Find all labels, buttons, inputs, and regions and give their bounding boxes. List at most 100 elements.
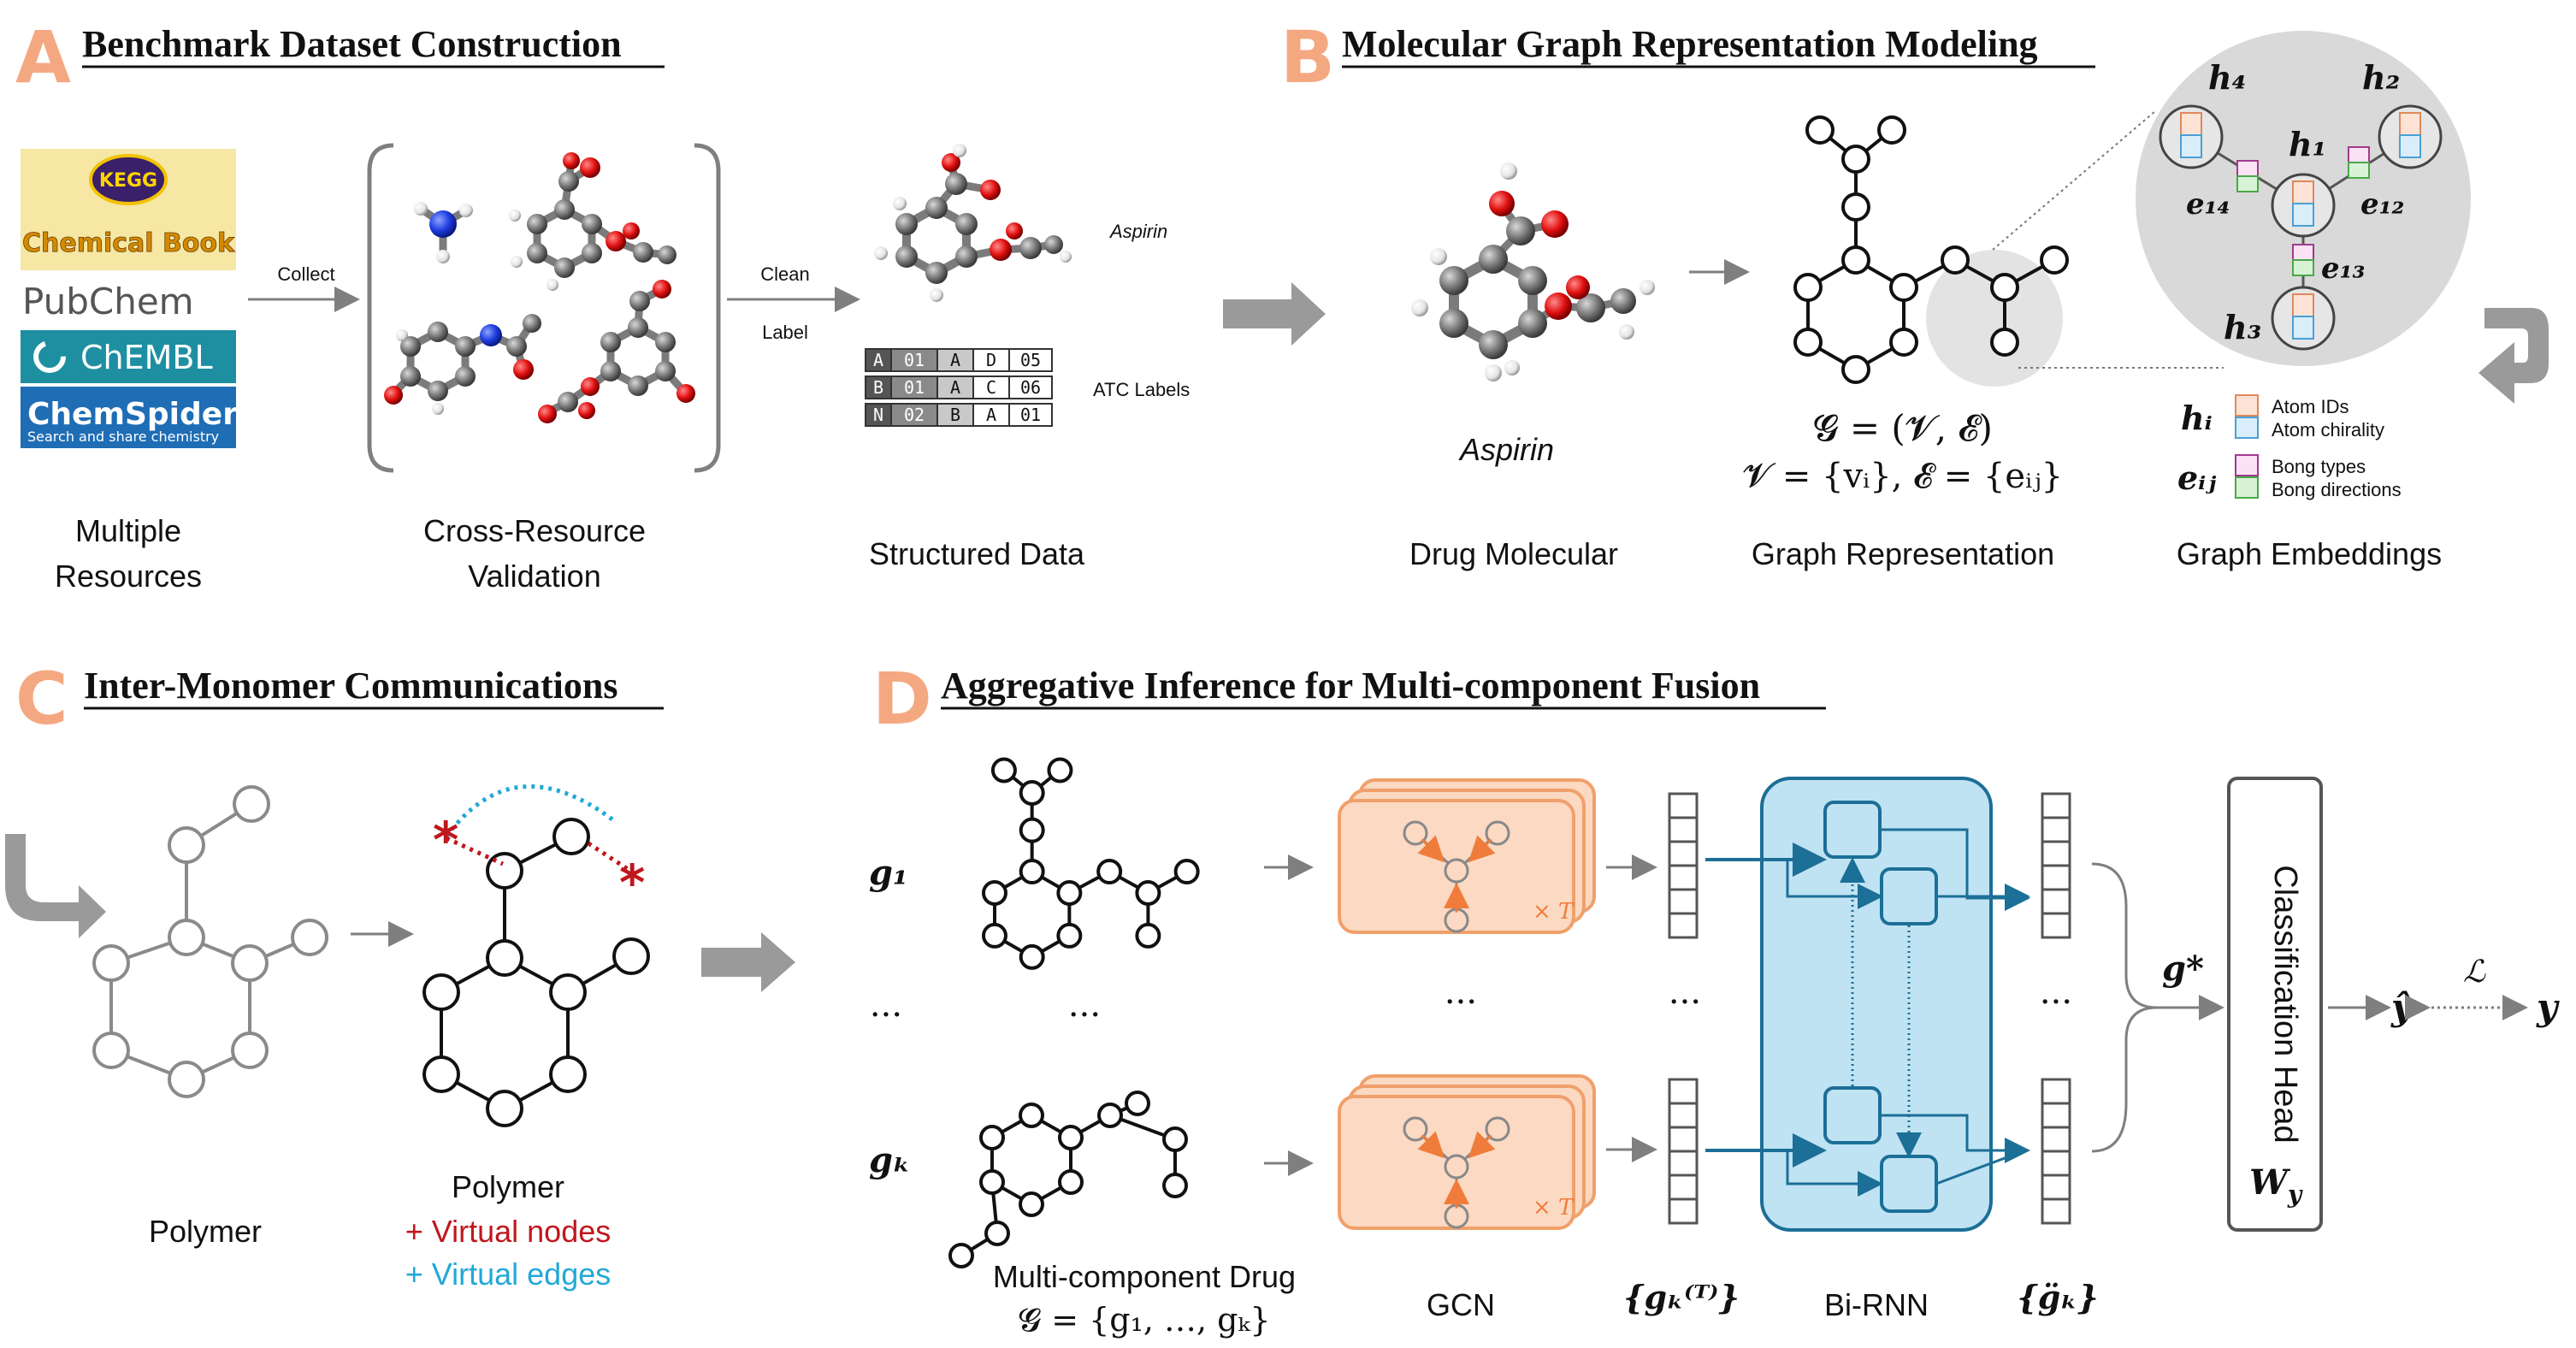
graph-b-node xyxy=(1841,145,1870,174)
embedding-chirality-cell xyxy=(2292,203,2314,227)
legend-eij-symbol: eᵢⱼ xyxy=(2177,458,2217,497)
atc-cell-text: D xyxy=(986,350,996,370)
g-star-label: g* xyxy=(2162,949,2204,989)
embedding-chirality-cell xyxy=(2292,316,2314,340)
kegg-logo-text: KEGG xyxy=(99,170,157,192)
polymer-node xyxy=(231,944,269,982)
panel-c-title: Inter-Monomer Communications xyxy=(84,665,618,707)
gcn-mini-node xyxy=(1444,858,1469,884)
atc-cell xyxy=(972,348,1010,372)
vector-cell xyxy=(2041,1174,2071,1201)
drug-gk-node xyxy=(984,1221,1010,1246)
caption-gcn: GCN xyxy=(1427,1287,1495,1322)
drug-g1-node xyxy=(1135,922,1161,949)
drug-molecule-aspirin xyxy=(1411,163,1655,381)
caption-multicomponent-drug: Multi-component Drug xyxy=(993,1259,1296,1294)
embedding-atom-id-cell xyxy=(2292,293,2314,317)
drug-gk-node xyxy=(979,1169,1005,1195)
aggregation-brace xyxy=(2091,862,2158,1153)
chemicalbook-logo-text: Chemical Book xyxy=(22,228,235,258)
graph-b-node xyxy=(2040,245,2069,275)
zoom-line-top xyxy=(1992,110,2156,251)
legend-atom-chirality-swatch xyxy=(2235,417,2259,439)
embedding-atom-id-cell xyxy=(2292,180,2314,204)
legend-bond-directions: Bong directions xyxy=(2272,479,2402,500)
drug-g1-node xyxy=(1056,922,1083,949)
kegg-logo xyxy=(89,154,168,205)
y-hat-label: ŷ xyxy=(2390,986,2414,1028)
vector-cell xyxy=(1668,864,1699,891)
chembl-logo-text: ChEMBL xyxy=(80,339,213,376)
drug-gk-node xyxy=(1097,1103,1123,1128)
virtual-node-right: * xyxy=(619,854,645,912)
drug-g1-node xyxy=(990,757,1017,783)
legend-atom-chirality: Atom chirality xyxy=(2272,419,2384,440)
vector-cell xyxy=(1668,1197,1699,1225)
atc-cell-text: 05 xyxy=(1020,350,1041,370)
chembl-icon xyxy=(33,340,66,373)
caption-drug-set: 𝓖 = {g₁, …, gₖ} xyxy=(1018,1301,1270,1339)
vector-cell xyxy=(1668,1150,1699,1177)
rnn-backward-cell-1 xyxy=(1880,867,1938,925)
atc-cell-text: A xyxy=(950,350,960,370)
drug-component-g1-graph xyxy=(982,757,1200,970)
vector-cell xyxy=(1668,816,1699,843)
rnn-backward-cell-k xyxy=(1880,1155,1938,1213)
graph-representation xyxy=(1793,115,2069,384)
drug-gk-node xyxy=(948,1243,974,1268)
edge-e13-type xyxy=(2292,244,2314,261)
ammonia-molecule xyxy=(414,202,473,263)
panel-letter-c: C xyxy=(15,657,68,741)
atc-cell-text: 01 xyxy=(1020,405,1041,425)
drug-g1-node xyxy=(1096,859,1123,885)
drug-g1-node xyxy=(1056,880,1083,906)
paracetamol-molecule xyxy=(384,314,541,415)
pubchem-logo-text: PubChem xyxy=(22,281,194,322)
caption-polymer: Polymer xyxy=(149,1214,262,1249)
virtual-node-link-left xyxy=(445,836,505,866)
vector-cell xyxy=(2041,888,2071,915)
drug-gk-node xyxy=(1162,1173,1188,1198)
drug-gk-node xyxy=(1125,1091,1150,1116)
gcn-output-vector-bottom xyxy=(1668,1078,1699,1225)
gcn-message-arrow xyxy=(1417,1131,1445,1159)
head-weight-label: Wy xyxy=(2249,1162,2303,1209)
vector-cell xyxy=(2041,792,2071,819)
panel-b: B Molecular Graph Representation Modelin… xyxy=(1280,15,2549,571)
caption-graph-representation: Graph Representation xyxy=(1752,536,2054,571)
caption-structured-data: Structured Data xyxy=(869,536,1085,571)
gcn-times-t: × T xyxy=(1533,899,1575,925)
atc-labels-caption: ATC Labels xyxy=(1093,379,1190,400)
caption-validation: Validation xyxy=(468,559,600,594)
embedding-atom-id-cell xyxy=(2180,112,2202,136)
caption-graph-embeddings: Graph Embeddings xyxy=(2177,536,2442,571)
embedding-atom-id-cell xyxy=(2399,112,2421,136)
embedding-graph xyxy=(2159,104,2443,351)
polymer-virtual-node xyxy=(422,973,460,1011)
atc-cell-text: 06 xyxy=(1020,377,1041,398)
vector-cell xyxy=(1668,1126,1699,1153)
chembl-logo-bg xyxy=(21,330,236,383)
polymer-node xyxy=(92,944,130,982)
graph-equation-2: 𝓥 = {vᵢ}, 𝓔 = {eᵢⱼ} xyxy=(1743,457,2063,496)
drug-dots-right: ··· xyxy=(1068,996,1101,1035)
drug-gk-node xyxy=(1162,1126,1188,1152)
edge-e13-direction xyxy=(2292,259,2314,276)
gk-label: gₖ xyxy=(869,1140,911,1180)
drug-g1-node xyxy=(1019,859,1045,885)
graph-b-node xyxy=(1841,245,1870,275)
clean-label: Clean xyxy=(760,263,809,285)
structured-aspirin-molecule xyxy=(874,144,1072,302)
polymer-virtual-node xyxy=(486,852,523,890)
gcn-message-arrow xyxy=(1468,1131,1496,1159)
vector-cell xyxy=(1668,792,1699,819)
vector-cell xyxy=(1668,1102,1699,1129)
validation-bracket-right xyxy=(694,143,721,473)
vector-cell xyxy=(2041,1126,2071,1153)
edge-e12-type xyxy=(2348,146,2370,163)
caption-virtual-edges: + Virtual edges xyxy=(405,1256,612,1292)
diacid-molecule xyxy=(538,280,695,423)
caption-gk-t: {gₖ⁽ᵀ⁾} xyxy=(1623,1278,1740,1316)
c-entry-arrow xyxy=(5,834,106,938)
drug-g1-node xyxy=(1135,880,1161,906)
